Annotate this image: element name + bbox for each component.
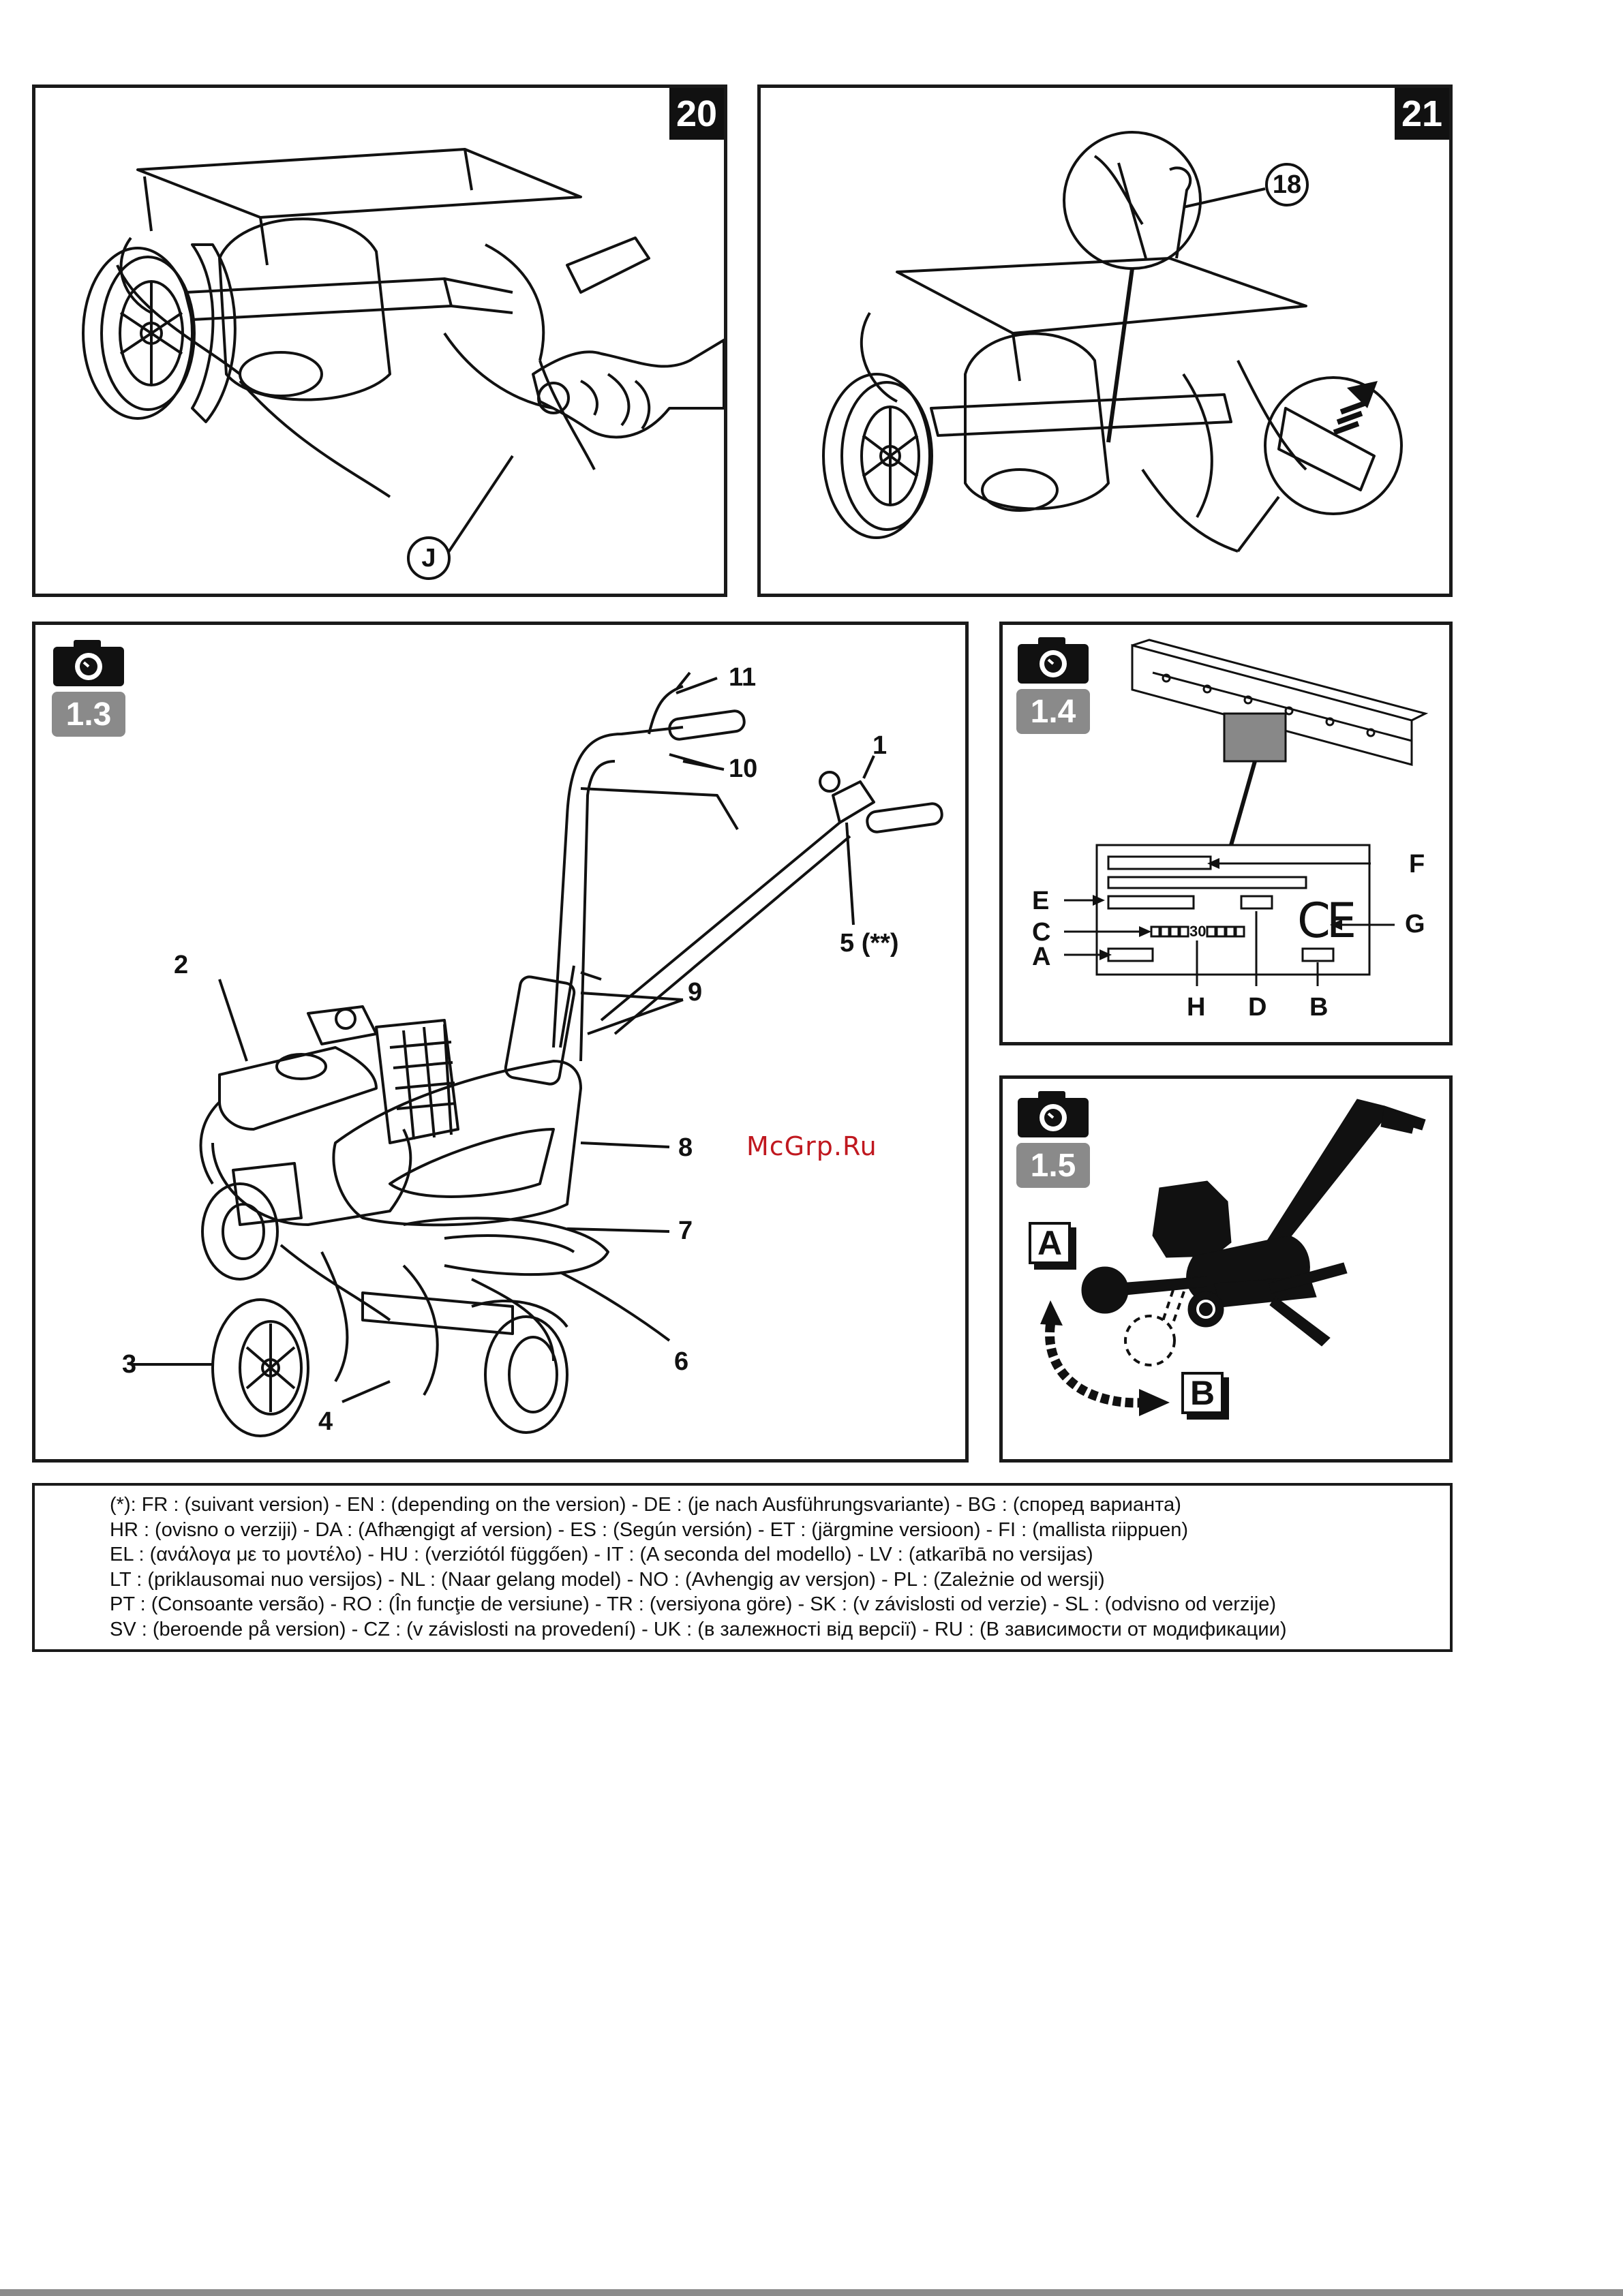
figure-20-drawing bbox=[82, 148, 724, 560]
version-notes-box: (*): FR : (suivant version) - EN : (depe… bbox=[32, 1483, 1453, 1652]
callout-8: 8 bbox=[678, 1133, 693, 1162]
figure-20-panel: 20 J bbox=[32, 85, 727, 597]
serial-year-digits: 30 bbox=[1189, 923, 1207, 940]
watermark: McGrp.Ru bbox=[746, 1131, 877, 1161]
callout-11: 11 bbox=[729, 663, 757, 692]
callout-3: 3 bbox=[122, 1350, 137, 1379]
notes-line-2: HR : (ovisno o verziji) - DA : (Afhængig… bbox=[110, 1518, 1189, 1541]
figure-21-drawing bbox=[822, 131, 1403, 553]
notes-line-5: PT : (Consoante versão) - RO : (În funcţ… bbox=[110, 1593, 1277, 1615]
callout-7: 7 bbox=[678, 1216, 693, 1245]
figure-number-21: 21 bbox=[1395, 88, 1449, 140]
callout-6: 6 bbox=[674, 1347, 689, 1376]
callout-18: 18 bbox=[1265, 163, 1309, 206]
figure-1-5-panel: 1.5 A B bbox=[999, 1075, 1453, 1463]
callout-9: 9 bbox=[688, 978, 703, 1007]
figure-1-3-panel: 1.3 11 10 1 5 (**) 2 9 8 7 6 3 4 bbox=[32, 622, 969, 1463]
notes-line-1: (*): FR : (suivant version) - EN : (depe… bbox=[110, 1494, 1181, 1516]
label-B: B bbox=[1309, 993, 1329, 1022]
label-E: E bbox=[1032, 887, 1050, 915]
label-D: D bbox=[1248, 993, 1267, 1022]
notes-line-6: SV : (beroende på version) - CZ : (v záv… bbox=[110, 1618, 1287, 1640]
label-H: H bbox=[1187, 993, 1206, 1022]
notes-line-3: EL : (ανάλογα με το μοντέλο) - HU : (ver… bbox=[110, 1544, 1093, 1565]
callout-J: J bbox=[407, 536, 451, 580]
figure-21-panel: 21 18 bbox=[757, 85, 1453, 597]
callout-4: 4 bbox=[318, 1407, 333, 1436]
figure-badge-1-5: 1.5 bbox=[1016, 1143, 1090, 1188]
position-B-box: B bbox=[1181, 1372, 1224, 1414]
callout-1: 1 bbox=[873, 731, 888, 760]
figure-1-4-drawing bbox=[1064, 639, 1429, 986]
footer-rule bbox=[0, 2289, 1623, 2296]
figure-number-20: 20 bbox=[669, 88, 724, 140]
callout-10: 10 bbox=[729, 754, 758, 783]
label-F: F bbox=[1409, 850, 1425, 878]
callout-2: 2 bbox=[174, 951, 189, 979]
figure-1-3-drawing bbox=[131, 671, 943, 1437]
ce-mark: CE bbox=[1297, 893, 1356, 949]
label-A: A bbox=[1032, 943, 1051, 971]
callout-5: 5 (**) bbox=[840, 929, 899, 958]
figure-badge-1-3: 1.3 bbox=[52, 692, 125, 737]
label-C: C bbox=[1032, 918, 1051, 947]
label-G: G bbox=[1405, 910, 1425, 938]
notes-line-4: LT : (priklausomai nuo versijos) - NL : … bbox=[110, 1568, 1105, 1591]
figure-badge-1-4: 1.4 bbox=[1016, 689, 1090, 734]
position-A-box: A bbox=[1029, 1222, 1071, 1264]
figure-1-4-panel: 1.4 F E C A G H D B 30 CE bbox=[999, 622, 1453, 1045]
figure-1-5-drawing bbox=[1040, 1099, 1426, 1416]
